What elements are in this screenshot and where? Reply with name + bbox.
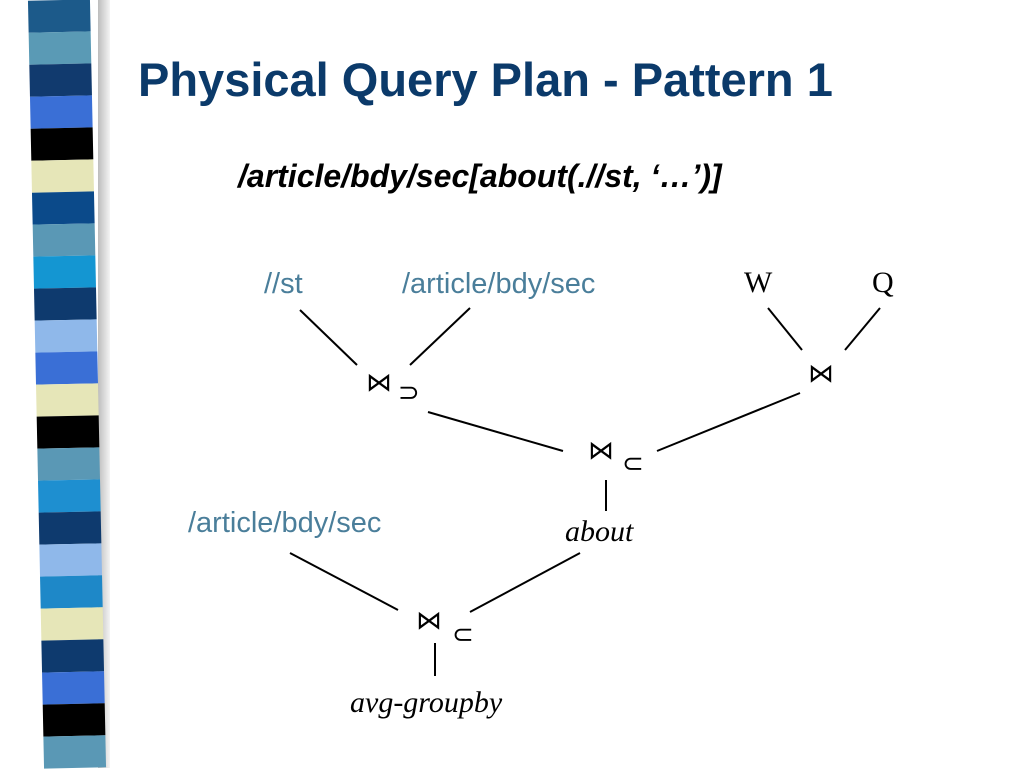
decorative-side-stripe — [0, 0, 120, 769]
contained-symbol: ⊂ — [622, 449, 644, 479]
edge-right-to-middle-join — [656, 392, 801, 452]
leaf-w-label: W — [744, 266, 773, 299]
edge-about-to-bottom-join — [469, 552, 581, 613]
slide-title: Physical Query Plan - Pattern 1 — [138, 53, 833, 106]
join-bottom-operator: ⋈ — [416, 606, 442, 636]
leaf-article-sec-2-label: /article/bdy/sec — [188, 507, 381, 539]
contained-symbol-bottom: ⊂ — [452, 620, 474, 650]
leaf-article-sec-label: /article/bdy/sec — [402, 268, 595, 300]
avg-groupby-label: avg-groupby — [350, 686, 503, 719]
about-label: about — [565, 515, 634, 548]
edge-sec2-to-bottom-join — [289, 552, 399, 611]
join-contains-operator: ⋈ — [366, 368, 392, 398]
edge-q-to-join — [844, 307, 881, 351]
edge-st-to-join — [299, 309, 358, 366]
contains-symbol: ⊃ — [398, 378, 420, 408]
leaf-q-label: Q — [872, 266, 894, 299]
edge-left-to-middle-join — [427, 411, 564, 452]
join-wq-operator: ⋈ — [808, 359, 834, 389]
join-contained-operator: ⋈ — [588, 436, 614, 466]
edge-w-to-join — [767, 307, 803, 351]
edge-sec-to-join — [409, 307, 471, 366]
xpath-query: /article/bdy/sec[about(.//st, ‘…’)] — [238, 158, 722, 194]
leaf-st-label: //st — [264, 268, 303, 300]
